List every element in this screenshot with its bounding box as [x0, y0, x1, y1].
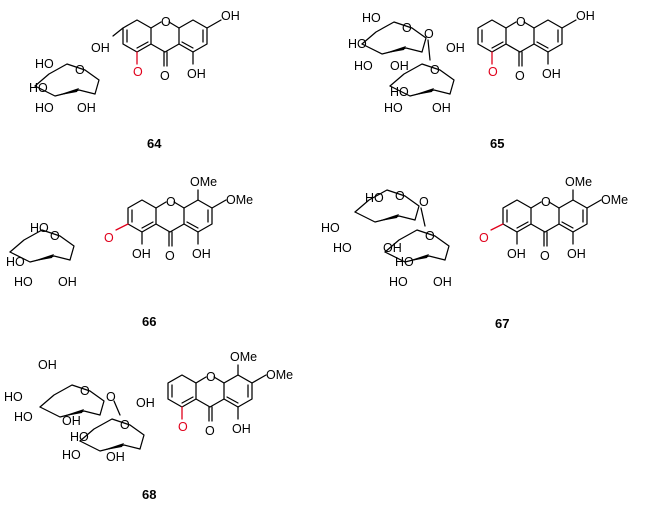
- hydroxyl-label: HO: [333, 241, 352, 255]
- glycosidic-oxygen-label: O: [133, 65, 143, 79]
- inter-sugar-oxygen-label: O: [419, 195, 429, 209]
- methoxy-label: OMe: [230, 350, 257, 364]
- hydroxyl-label: HO: [365, 191, 384, 205]
- compound-number: 65: [490, 136, 504, 151]
- sugar-ring-oxygen-label: O: [430, 63, 440, 77]
- glycosidic-oxygen-label: O: [178, 420, 188, 434]
- carbonyl-oxygen-label: O: [160, 69, 170, 83]
- ring-oxygen-label: O: [161, 15, 171, 29]
- hydroxyl-label: HO: [4, 390, 23, 404]
- hydroxyl-label: OH: [187, 67, 206, 81]
- ring-oxygen-label: O: [206, 370, 216, 384]
- hydroxyl-label: OH: [106, 450, 125, 464]
- hydroxyl-label: OH: [567, 247, 586, 261]
- glycosidic-oxygen-label: O: [104, 231, 114, 245]
- carbonyl-oxygen-label: O: [165, 249, 175, 263]
- hydroxyl-label: HO: [62, 448, 81, 462]
- hydroxyl-label: HO: [390, 85, 409, 99]
- hydroxyl-label: HO: [389, 275, 408, 289]
- methoxy-label: OMe: [190, 175, 217, 189]
- sugar-ring-oxygen-label: O: [120, 418, 130, 432]
- hydroxyl-label: OH: [136, 396, 155, 410]
- hydroxyl-label: OH: [383, 241, 402, 255]
- hydroxyl-label: HO: [395, 255, 414, 269]
- hydroxyl-label: HO: [29, 81, 48, 95]
- compound-number: 68: [142, 487, 156, 502]
- hydroxyl-label: HO: [384, 101, 403, 115]
- compound-68: O O OMe OMe OH OH O O O O OH HO HO OH HO…: [4, 350, 293, 502]
- glycosidic-oxygen-label: O: [479, 231, 489, 245]
- ring-oxygen-label: O: [166, 195, 176, 209]
- compound-number: 66: [142, 314, 156, 329]
- sugar-ring-oxygen-label: O: [425, 229, 435, 243]
- sugar-ring-oxygen-label: O: [50, 229, 60, 243]
- compound-66: O O OMe OMe OH OH O O HO HO HO OH 66: [6, 175, 253, 329]
- sugar-ring-oxygen-label: O: [75, 63, 85, 77]
- hydroxyl-label: HO: [14, 410, 33, 424]
- hydroxyl-label: OH: [192, 247, 211, 261]
- hydroxyl-label: OH: [77, 101, 96, 115]
- hydroxyl-label: HO: [348, 37, 367, 51]
- ring-oxygen-label: O: [516, 15, 526, 29]
- hydroxyl-label: HO: [35, 101, 54, 115]
- sugar-ring-oxygen-label: O: [80, 384, 90, 398]
- ring-oxygen-label: O: [541, 195, 551, 209]
- carbonyl-oxygen-label: O: [205, 424, 215, 438]
- hydroxyl-label: HO: [321, 221, 340, 235]
- hydroxyl-label: OH: [58, 275, 77, 289]
- compound-64: O O OH OH OH O O HO HO HO OH 64: [29, 9, 240, 151]
- hydroxyl-label: OH: [91, 41, 110, 55]
- carbonyl-oxygen-label: O: [540, 249, 550, 263]
- hydroxyl-label: OH: [542, 67, 561, 81]
- hydroxyl-label: HO: [35, 57, 54, 71]
- hydroxyl-label: HO: [362, 11, 381, 25]
- compound-67: O O OMe OMe OH OH O O O O HO HO HO OH HO…: [321, 175, 628, 331]
- hydroxyl-label: HO: [354, 59, 373, 73]
- hydroxyl-label: OH: [221, 9, 240, 23]
- methoxy-label: OMe: [601, 193, 628, 207]
- hydroxyl-label: OH: [38, 358, 57, 372]
- hydroxyl-label: HO: [14, 275, 33, 289]
- inter-sugar-oxygen-label: O: [106, 390, 116, 404]
- hydroxyl-label: OH: [232, 422, 251, 436]
- sugar-ring-oxygen-label: O: [402, 21, 412, 35]
- hydroxyl-label: OH: [576, 9, 595, 23]
- hydroxyl-label: OH: [390, 59, 409, 73]
- hydroxyl-label: OH: [507, 247, 526, 261]
- compound-number: 67: [495, 316, 509, 331]
- hydroxyl-label: OH: [132, 247, 151, 261]
- hydroxyl-label: HO: [30, 221, 49, 235]
- hydroxyl-label: OH: [432, 101, 451, 115]
- inter-sugar-oxygen-label: O: [424, 27, 434, 41]
- sugar-ring-oxygen-label: O: [395, 189, 405, 203]
- glycosidic-oxygen-label: O: [488, 65, 498, 79]
- compound-number: 64: [147, 136, 162, 151]
- carbonyl-oxygen-label: O: [515, 69, 525, 83]
- hydroxyl-label: OH: [62, 414, 81, 428]
- methoxy-label: OMe: [226, 193, 253, 207]
- methoxy-label: OMe: [266, 368, 293, 382]
- compound-65: O O OH OH OH O O O O HO HO HO OH HO HO O…: [348, 9, 595, 151]
- hydroxyl-label: OH: [446, 41, 465, 55]
- hydroxyl-label: HO: [70, 430, 89, 444]
- methoxy-label: OMe: [565, 175, 592, 189]
- hydroxyl-label: OH: [433, 275, 452, 289]
- hydroxyl-label: HO: [6, 255, 25, 269]
